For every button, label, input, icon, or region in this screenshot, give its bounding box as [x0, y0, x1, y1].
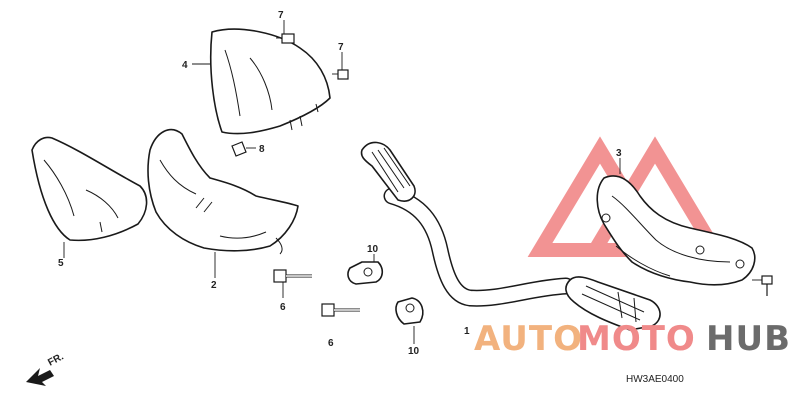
drawing-code: HW3AE0400: [626, 374, 684, 385]
leader-lines: [63, 20, 621, 344]
front-direction-arrow: FR.: [26, 351, 66, 386]
callout-10-lower: 10: [408, 346, 420, 357]
watermark-auto: AUTO: [474, 319, 583, 359]
watermark-logo: AUTO MOTO HUB: [474, 319, 791, 359]
bolt-6b: [321, 303, 360, 317]
part-4-front-cover-upper: [209, 28, 331, 135]
part-2-handlebar-cover: [147, 128, 299, 255]
watermark-hub: HUB: [706, 319, 791, 359]
part-1-handlebar: [360, 141, 661, 331]
part-3-bracket: [596, 175, 756, 286]
screw-7a: [276, 33, 295, 44]
watermark-moto: MOTO: [577, 319, 696, 359]
holder-10b: [395, 297, 424, 325]
callout-2: 2: [211, 280, 217, 291]
callout-8: 8: [259, 144, 265, 155]
callout-5: 5: [58, 258, 64, 269]
callout-6-upper: 6: [280, 302, 286, 313]
clip-8: [231, 141, 256, 157]
callout-4: 4: [182, 60, 188, 71]
callout-7-lower: 7: [338, 42, 344, 53]
bolt-9-right: [752, 275, 773, 296]
callout-6-lower: 6: [328, 338, 334, 349]
callout-3: 3: [616, 148, 622, 159]
screw-7b: [332, 69, 349, 80]
callout-1: 1: [464, 326, 470, 337]
front-marker-label: FR.: [46, 351, 66, 368]
callout-7-upper: 7: [278, 10, 284, 21]
callout-10-upper: 10: [367, 244, 379, 255]
bolt-6a: [273, 269, 312, 283]
part-5-front-cover-lower: [31, 136, 148, 242]
holder-10a: [347, 261, 384, 285]
